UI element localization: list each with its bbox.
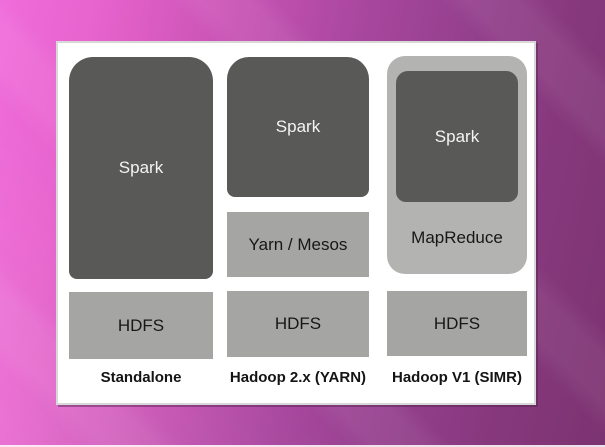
spark-box-standalone: Spark [69, 57, 213, 279]
hdfs-box-simr: HDFS [387, 291, 527, 356]
caption-hadoop-yarn: Hadoop 2.x (YARN) [229, 368, 367, 386]
column-hadoop-simr: Spark MapReduce HDFS Hadoop V1 (SIMR) [387, 43, 527, 403]
spark-label: Spark [275, 117, 321, 136]
caption-hadoop-simr: Hadoop V1 (SIMR) [392, 368, 522, 386]
yarn-mesos-box: Yarn / Mesos [227, 212, 369, 277]
mapreduce-label: MapReduce [411, 228, 503, 247]
mapreduce-container-box: Spark MapReduce [387, 56, 527, 274]
yarn-mesos-label: Yarn / Mesos [248, 234, 348, 254]
hdfs-box-yarn: HDFS [227, 291, 369, 357]
column-standalone: Spark HDFS Standalone [69, 43, 213, 403]
spark-box-yarn: Spark [227, 57, 369, 197]
spark-label: Spark [434, 126, 480, 146]
hdfs-label: HDFS [433, 313, 481, 333]
hdfs-box-standalone: HDFS [69, 292, 213, 359]
diagram-panel: Spark HDFS Standalone Spark Yarn / Mesos… [56, 41, 536, 405]
hdfs-label: HDFS [117, 315, 165, 335]
spark-box-simr: Spark [396, 71, 518, 202]
hdfs-label: HDFS [274, 314, 322, 333]
spark-label: Spark [118, 158, 164, 177]
column-hadoop-yarn: Spark Yarn / Mesos HDFS Hadoop 2.x (YARN… [227, 43, 369, 403]
caption-standalone: Standalone [100, 368, 182, 386]
